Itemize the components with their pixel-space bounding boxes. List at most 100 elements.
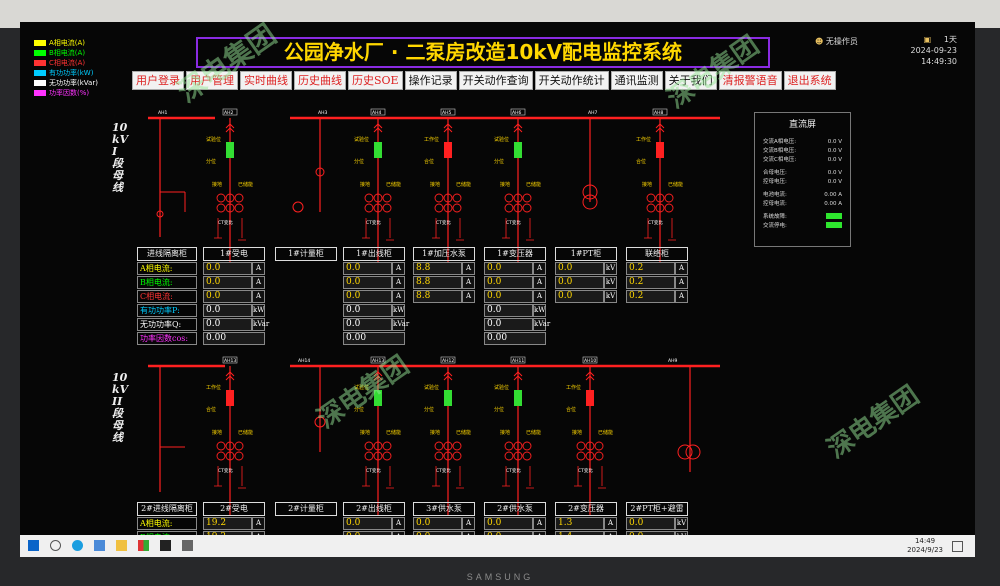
value-cell: 0.0	[343, 517, 392, 530]
unit-cell: kVar	[392, 318, 409, 331]
time-readout: 14:49:30	[921, 57, 957, 66]
node-tag	[222, 108, 238, 116]
value-cell: 0.0	[484, 304, 533, 317]
node-id: AH14	[298, 358, 310, 364]
position-label: 试验位	[206, 136, 221, 143]
value-cell: 0.0	[203, 262, 252, 275]
value-cell: 0.0	[203, 318, 252, 331]
ct-icon	[382, 203, 392, 213]
panel-title: 2#受电	[203, 502, 265, 516]
uptime-label: ▣ 1天	[923, 35, 957, 44]
ct-icon	[434, 441, 444, 451]
disconnect-icon	[655, 123, 665, 133]
ct-icon	[522, 451, 532, 461]
disconnect-icon	[513, 123, 523, 133]
nav-button-6[interactable]: 开关动作查询	[458, 71, 533, 90]
value-cell: 0.0	[626, 517, 675, 530]
value-cell: 0.2	[626, 262, 675, 275]
unit-cell: A	[392, 517, 405, 530]
ct-icon	[585, 451, 595, 461]
ct-ratio-label: CT变比	[218, 219, 233, 226]
dc-row: 系统故障:	[755, 213, 850, 222]
notification-icon[interactable]	[952, 541, 963, 552]
disconnect-icon	[373, 371, 383, 381]
ground-switch-icon	[644, 218, 652, 239]
legend-swatch	[34, 40, 46, 46]
breaker-icon	[226, 390, 234, 406]
ct-icon	[225, 451, 235, 461]
spring-label: 已储能	[456, 181, 471, 188]
node-id: AH3	[318, 110, 327, 116]
search-icon[interactable]	[50, 540, 61, 551]
unit-cell: kW	[392, 304, 405, 317]
unit-cell: A	[533, 276, 546, 289]
taskbar-clock[interactable]: 14:49 2024/9/23	[907, 537, 943, 554]
node-id: AH5	[442, 110, 451, 116]
nav-button-4[interactable]: 历史SOE	[348, 71, 403, 90]
ground-label: 接地	[212, 181, 222, 188]
start-icon[interactable]	[28, 540, 39, 551]
app-icon[interactable]	[182, 540, 193, 551]
nav-button-0[interactable]: 用户登录	[132, 71, 184, 90]
ct-icon	[522, 441, 532, 451]
explorer-icon[interactable]	[116, 540, 127, 551]
ct-icon	[373, 441, 383, 451]
ct-icon	[646, 203, 656, 213]
nav-button-8[interactable]: 通讯监测	[610, 71, 663, 90]
panel-title: 2#计量柜	[275, 502, 337, 516]
ground-label: 接地	[500, 181, 510, 188]
nav-button-5[interactable]: 操作记录	[404, 71, 457, 90]
unit-cell: A	[252, 290, 265, 303]
ct-icon	[434, 451, 444, 461]
nav-button-11[interactable]: 退出系统	[783, 71, 836, 90]
ground-switch-icon	[362, 218, 370, 239]
ct-icon	[513, 193, 523, 203]
ct-icon	[234, 193, 244, 203]
nav-button-10[interactable]: 清报警语音	[718, 71, 782, 90]
nav-button-3[interactable]: 历史曲线	[294, 71, 346, 90]
value-cell: 0.2	[626, 276, 675, 289]
nav-button-1[interactable]: 用户管理	[186, 71, 238, 90]
value-cell: 0.0	[413, 517, 462, 530]
ground-label: 接地	[360, 429, 370, 436]
ct-icon	[504, 203, 514, 213]
meter-icon	[314, 416, 326, 428]
legend-swatch	[34, 60, 46, 66]
panel-title: 2#出线柜	[343, 502, 405, 516]
unit-cell: A	[533, 262, 546, 275]
breaker-icon	[374, 390, 382, 406]
value-cell: 0.0	[555, 290, 604, 303]
panel-title: 2#进线隔离柜	[137, 502, 197, 516]
lamp-icon	[156, 210, 164, 218]
app-icon[interactable]	[160, 540, 171, 551]
unit-cell: A	[604, 517, 617, 530]
ct-icon	[382, 193, 392, 203]
system-clock: ▣ 1天 2024-09-23 14:49:30	[911, 34, 958, 67]
unit-cell: A	[533, 290, 546, 303]
ct-icon	[373, 451, 383, 461]
state-label: 分位	[494, 158, 504, 165]
nav-button-2[interactable]: 实时曲线	[240, 71, 292, 90]
scada-app-icon[interactable]	[138, 540, 149, 551]
node-tag	[370, 356, 386, 364]
ct-icon	[216, 193, 226, 203]
operator-status[interactable]: ☻ 无操作员	[815, 37, 858, 46]
ct-icon	[234, 451, 244, 461]
edge-icon[interactable]	[72, 540, 83, 551]
row-label: A相电流:	[137, 517, 197, 530]
arrester-icon	[456, 466, 464, 489]
store-icon[interactable]	[94, 540, 105, 551]
position-label: 试验位	[354, 384, 369, 391]
nav-button-9[interactable]: 关于我们	[664, 71, 717, 90]
disconnect-icon	[513, 371, 523, 381]
meter-icon	[292, 201, 304, 213]
legend-item: C相电流(A)	[34, 58, 98, 68]
unit-cell: A	[675, 262, 688, 275]
nav-button-7[interactable]: 开关动作统计	[534, 71, 609, 90]
